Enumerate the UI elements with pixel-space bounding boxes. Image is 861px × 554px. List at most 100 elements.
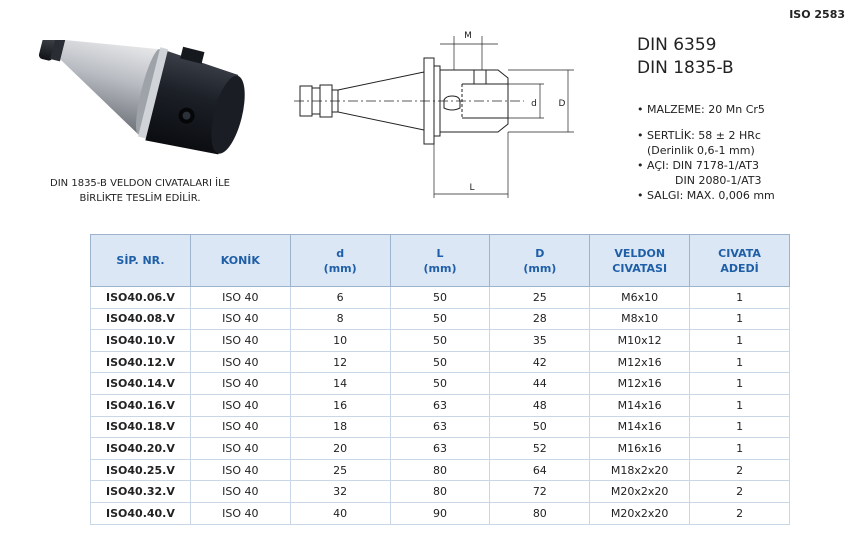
cell-veldon-bolt: M10x12 — [589, 329, 691, 352]
cell-bolt-count: 1 — [689, 286, 790, 309]
cell-l: 50 — [389, 329, 491, 352]
header-taper: KONİK — [189, 234, 291, 287]
cell-order-no: ISO40.18.V — [90, 415, 191, 439]
spec-angle: • AÇI: DIN 7178-1/AT3 — [637, 159, 759, 172]
header-l: L(mm) — [389, 234, 491, 287]
cell-bolt-count: 2 — [689, 501, 790, 525]
dimension-L-label: L — [469, 183, 474, 193]
cell-l: 63 — [389, 393, 491, 417]
cell-taper: ISO 40 — [189, 372, 291, 395]
cell-veldon-bolt: M20x2x20 — [589, 480, 691, 503]
cell-bolt-count: 1 — [689, 437, 790, 460]
cell-veldon-bolt: M12x16 — [589, 350, 691, 374]
cell-taper: ISO 40 — [189, 458, 291, 482]
technical-drawing: M d D L — [294, 31, 574, 198]
cell-order-no: ISO40.10.V — [90, 329, 191, 352]
cell-d: 12 — [289, 350, 391, 374]
cell-taper: ISO 40 — [189, 307, 291, 331]
cell-veldon-bolt: M16x16 — [589, 437, 691, 460]
cell-l: 63 — [389, 437, 491, 460]
cell-D: 44 — [489, 372, 591, 395]
header-text: CIVATASI — [612, 261, 668, 275]
cell-bolt-count: 1 — [689, 350, 790, 374]
spec-runout: • SALGI: MAX. 0,006 mm — [637, 189, 775, 202]
cell-d: 18 — [289, 415, 391, 439]
header-text: CIVATA — [718, 246, 761, 260]
cell-l: 50 — [389, 372, 491, 395]
spec-material: • MALZEME: 20 Mn Cr5 — [637, 103, 765, 116]
cell-veldon-bolt: M12x16 — [589, 372, 691, 395]
cell-taper: ISO 40 — [189, 501, 291, 525]
cell-l: 50 — [389, 350, 491, 374]
header-text: (mm) — [423, 261, 457, 275]
caption-line: DIN 1835-B VELDON CIVATALARI İLE — [50, 178, 230, 189]
cell-veldon-bolt: M6x10 — [589, 286, 691, 309]
cell-d: 32 — [289, 480, 391, 503]
cell-d: 40 — [289, 501, 391, 525]
cell-D: 52 — [489, 437, 591, 460]
cell-D: 25 — [489, 286, 591, 309]
cell-l: 50 — [389, 307, 491, 331]
cell-bolt-count: 1 — [689, 307, 790, 331]
header-text: (mm) — [523, 261, 557, 275]
cell-order-no: ISO40.40.V — [90, 501, 191, 525]
standard-title: DIN 6359 — [637, 35, 717, 55]
cell-d: 6 — [289, 286, 391, 309]
cell-bolt-count: 1 — [689, 372, 790, 395]
header-text: ADEDİ — [720, 261, 759, 275]
header-order-no: SİP. NR. — [90, 234, 191, 287]
cell-d: 10 — [289, 329, 391, 352]
header-text: VELDON — [614, 246, 666, 260]
cell-order-no: ISO40.08.V — [90, 307, 191, 331]
dimension-m-label: M — [464, 31, 472, 41]
cell-d: 14 — [289, 372, 391, 395]
standard-code: ISO 2583 — [789, 8, 845, 21]
cell-l: 50 — [389, 286, 491, 309]
spec-angle-2: DIN 2080-1/AT3 — [675, 174, 762, 187]
header-text: KONİK — [220, 254, 260, 267]
cell-d: 25 — [289, 458, 391, 482]
header-text: (mm) — [323, 261, 357, 275]
header-text: d — [336, 246, 345, 260]
cell-bolt-count: 2 — [689, 480, 790, 503]
cell-l: 63 — [389, 415, 491, 439]
cell-order-no: ISO40.32.V — [90, 480, 191, 503]
cell-veldon-bolt: M8x10 — [589, 307, 691, 331]
cell-D: 64 — [489, 458, 591, 482]
cell-bolt-count: 1 — [689, 415, 790, 439]
header-text: D — [535, 246, 545, 260]
cell-taper: ISO 40 — [189, 480, 291, 503]
cell-l: 80 — [389, 458, 491, 482]
spec-depth: (Derinlik 0,6-1 mm) — [647, 144, 755, 157]
cell-D: 35 — [489, 329, 591, 352]
spec-hardness: • SERTLİK: 58 ± 2 HRc — [637, 129, 761, 142]
cell-taper: ISO 40 — [189, 350, 291, 374]
spec-list: • MALZEME: 20 Mn Cr5 • SERTLİK: 58 ± 2 H… — [637, 102, 857, 203]
cell-D: 50 — [489, 415, 591, 439]
header-D: D(mm) — [489, 234, 591, 287]
cell-D: 48 — [489, 393, 591, 417]
cell-l: 80 — [389, 480, 491, 503]
cell-order-no: ISO40.14.V — [90, 372, 191, 395]
cell-taper: ISO 40 — [189, 393, 291, 417]
cell-bolt-count: 2 — [689, 458, 790, 482]
cell-veldon-bolt: M20x2x20 — [589, 501, 691, 525]
cell-D: 80 — [489, 501, 591, 525]
delivery-note: DIN 1835-B VELDON CIVATALARI İLE BİRLİKT… — [20, 176, 260, 206]
cell-order-no: ISO40.12.V — [90, 350, 191, 374]
header-d: d(mm) — [289, 234, 391, 287]
cell-order-no: ISO40.20.V — [90, 437, 191, 460]
